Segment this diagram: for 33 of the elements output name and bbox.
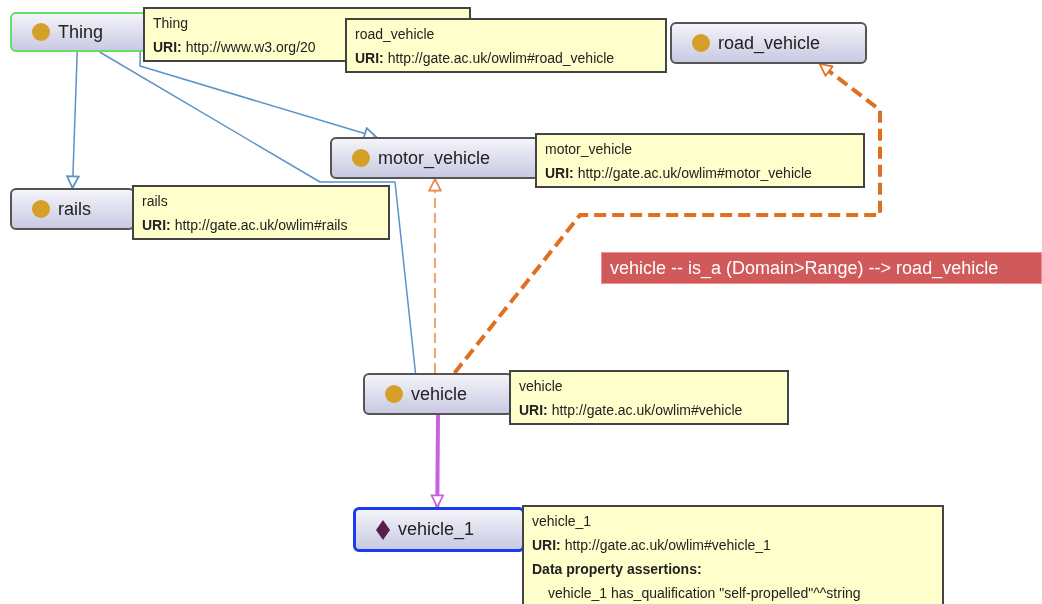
tooltip-text: motor_vehicle	[545, 140, 634, 159]
tooltip-text: rails	[142, 192, 169, 211]
tooltip-text: vehicle	[519, 377, 564, 396]
node-label: Thing	[58, 20, 104, 44]
tooltip-text: road_vehicle	[355, 25, 436, 44]
uri-tooltip	[509, 370, 789, 425]
individual-node	[353, 507, 525, 552]
uri-tooltip	[535, 133, 865, 188]
tooltip-text: Data property assertions:	[532, 560, 703, 579]
tooltip-text: vehicle_1 has_qualification "self-propelled"^^string	[547, 584, 862, 603]
tooltip-text: vehicle_1	[532, 512, 593, 531]
tooltip-text: URI: http://gate.ac.uk/owlim#vehicle	[519, 401, 744, 420]
tooltip-text: URI: http://gate.ac.uk/owlim#vehicle_1	[532, 536, 772, 555]
relation-tag	[601, 252, 1042, 284]
arrow	[428, 178, 442, 374]
uri-tooltip	[522, 505, 944, 604]
tooltip-text: Thing	[153, 14, 190, 33]
class-node	[10, 188, 135, 230]
tooltip-text: URI: http://gate.ac.uk/owlim#road_vehicle	[355, 49, 616, 68]
tooltip-text: URI: http://gate.ac.uk/owlim#motor_vehicle	[545, 164, 813, 183]
tooltip-text: URI: http://gate.ac.uk/owlim#rails	[142, 216, 349, 235]
class-node	[670, 22, 867, 64]
node-label: road_vehicle	[718, 31, 821, 56]
arrow	[452, 62, 882, 375]
node-label: rails	[58, 197, 91, 221]
node-label: vehicle_1	[398, 518, 475, 542]
uri-tooltip	[132, 185, 390, 240]
tag-text: vehicle -- is_a (Domain>Range) --> road_vehicle	[610, 256, 999, 281]
node-label: motor_vehicle	[378, 146, 491, 171]
arrow	[66, 51, 80, 189]
uri-tooltip	[345, 18, 667, 73]
arrow	[430, 415, 445, 508]
node-label: vehicle	[411, 382, 468, 406]
